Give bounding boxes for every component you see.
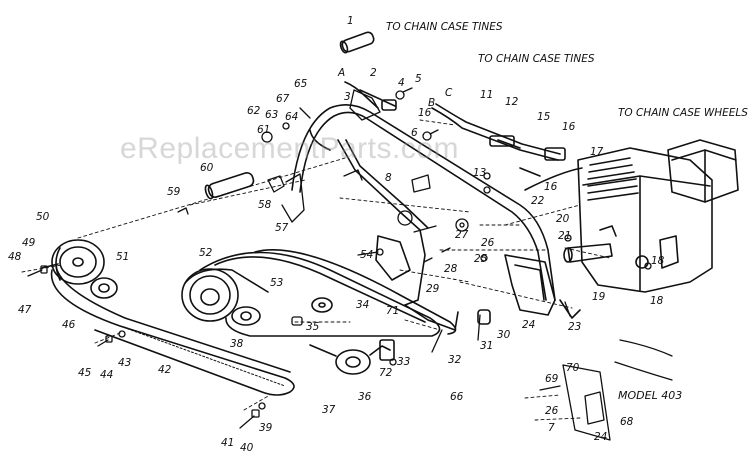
callout-label: 48 xyxy=(8,251,22,263)
callout-label: 34 xyxy=(356,299,370,311)
callout-label: 72 xyxy=(379,367,393,379)
note-chain-case-tines-top: TO CHAIN CASE TINES xyxy=(386,21,503,33)
side-plate xyxy=(337,139,459,331)
callout-label: 65 xyxy=(294,78,308,90)
callout-label: 40 xyxy=(240,442,254,454)
callout-label: 21 xyxy=(558,230,572,242)
callout-label: 44 xyxy=(100,369,114,381)
callout-label: 3 xyxy=(344,91,351,103)
callout-label: 11 xyxy=(480,89,494,101)
callout-label: A xyxy=(338,67,346,79)
pulley-group-left xyxy=(41,239,118,299)
callout-label: 46 xyxy=(62,319,76,331)
callout-label: 17 xyxy=(590,146,604,158)
callout-label: 24 xyxy=(594,431,608,443)
callout-label: 38 xyxy=(230,338,244,350)
callout-label: 64 xyxy=(285,111,299,123)
callout-label: 36 xyxy=(358,391,372,403)
callout-label: 26 xyxy=(481,237,495,249)
callout-label: 8 xyxy=(385,172,392,184)
callout-label: 33 xyxy=(397,356,411,368)
callout-label: 19 xyxy=(592,291,606,303)
control-cables xyxy=(344,81,583,191)
callout-label: 30 xyxy=(497,329,511,341)
callout-label: 25 xyxy=(474,253,488,265)
callout-label: C xyxy=(445,87,453,99)
v-belt-42 xyxy=(50,265,295,396)
idler-pulley xyxy=(309,339,395,375)
small-hardware xyxy=(27,87,673,441)
watermark-text: eReplacementParts.com xyxy=(120,132,459,165)
callout-label: 27 xyxy=(455,229,469,241)
callout-label: 53 xyxy=(270,277,284,289)
callout-label: 24 xyxy=(522,319,536,331)
callout-label: 51 xyxy=(116,251,130,263)
callout-label: 18 xyxy=(651,255,665,267)
callout-label: 59 xyxy=(167,186,181,198)
note-chain-case-tines-mid: TO CHAIN CASE TINES xyxy=(478,53,595,65)
engine-assembly xyxy=(563,139,739,293)
callout-label: 45 xyxy=(78,367,92,379)
callout-label: 54 xyxy=(360,249,374,261)
callout-label: 62 xyxy=(247,105,261,117)
note-model-number: MODEL 403 xyxy=(618,389,683,402)
callout-label: 68 xyxy=(620,416,634,428)
callout-label: 6 xyxy=(411,127,418,139)
callout-label: 57 xyxy=(275,222,289,234)
callout-label: 49 xyxy=(22,237,36,249)
callout-label: 22 xyxy=(531,195,545,207)
callout-label: 12 xyxy=(505,96,519,108)
callout-label: 63 xyxy=(265,109,279,121)
callout-label: 5 xyxy=(415,73,422,85)
handle-frame xyxy=(291,104,556,301)
roller-parts xyxy=(204,31,375,200)
callout-label: 52 xyxy=(199,247,213,259)
callout-label: 31 xyxy=(480,340,494,352)
callout-label: 37 xyxy=(322,404,336,416)
callout-label: 69 xyxy=(545,373,559,385)
callout-label: 43 xyxy=(118,357,132,369)
callout-label: 4 xyxy=(398,77,405,89)
callout-label: 39 xyxy=(259,422,273,434)
callout-label: 71 xyxy=(386,305,400,317)
callout-label: 7 xyxy=(548,422,555,434)
callout-label: 29 xyxy=(426,283,440,295)
callout-label: 26 xyxy=(545,405,559,417)
callout-label: 28 xyxy=(444,263,458,275)
callout-label: 32 xyxy=(448,354,462,366)
note-chain-case-wheels: TO CHAIN CASE WHEELS xyxy=(618,107,748,119)
callout-label: 70 xyxy=(566,362,580,374)
callout-label: 16 xyxy=(418,107,432,119)
callout-label: 23 xyxy=(568,321,582,333)
callout-label: 60 xyxy=(200,162,214,174)
mount-bracket xyxy=(477,254,581,325)
callout-label: 47 xyxy=(18,304,32,316)
callout-label: 1 xyxy=(347,15,354,27)
callout-label: 15 xyxy=(537,111,551,123)
callout-label: 20 xyxy=(556,213,570,225)
callout-label: 41 xyxy=(221,437,235,449)
callout-label: 18 xyxy=(650,295,664,307)
callout-label: 61 xyxy=(257,124,271,136)
callout-label: 16 xyxy=(544,181,558,193)
callout-label: 13 xyxy=(473,167,487,179)
callout-label: 2 xyxy=(370,67,377,79)
callout-label: 35 xyxy=(306,321,320,333)
callout-label: 42 xyxy=(158,364,172,376)
callout-label: 16 xyxy=(562,121,576,133)
callout-label: 67 xyxy=(276,93,290,105)
callout-label: 50 xyxy=(36,211,50,223)
callout-label: 66 xyxy=(450,391,464,403)
callout-label: B xyxy=(428,97,436,109)
callout-label: 58 xyxy=(258,199,272,211)
